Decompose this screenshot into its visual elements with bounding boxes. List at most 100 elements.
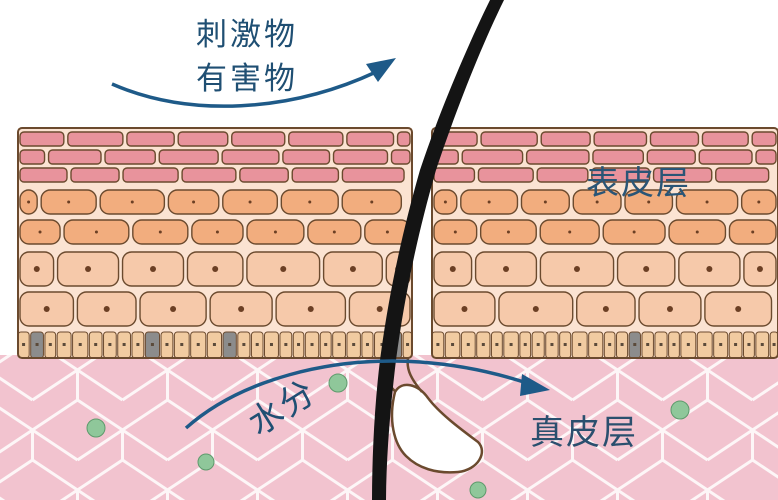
cell-nucleus — [62, 343, 66, 346]
stratum-corneum-cell — [701, 131, 749, 147]
cell-nucleus — [255, 343, 259, 346]
fibroblast-dot — [469, 481, 487, 499]
arrow-curve-right-icon — [520, 374, 550, 396]
cell-nucleus — [487, 200, 491, 204]
collagen-fiber — [31, 458, 124, 500]
cell-nucleus — [451, 343, 455, 346]
cell-nucleus — [608, 343, 612, 346]
stratum-corneum-cell — [19, 131, 65, 147]
collagen-fiber — [526, 398, 619, 462]
collagen-fiber — [211, 458, 304, 500]
stratum-corneum-cell — [158, 149, 219, 165]
cell-nucleus — [35, 343, 39, 346]
cell-nucleus — [103, 306, 110, 312]
cell-nucleus — [703, 343, 707, 346]
collagen-fiber — [706, 398, 778, 462]
cell-nucleus — [165, 343, 169, 346]
cell-nucleus — [370, 200, 374, 204]
cell-nucleus — [385, 230, 389, 234]
cell-nucleus — [695, 230, 699, 234]
cell-nucleus — [734, 343, 738, 346]
stratum-corneum-cell — [231, 131, 286, 147]
cell-nucleus — [578, 343, 582, 346]
irritant-arrow-curve — [111, 70, 377, 108]
dermis-label: 真皮层 — [530, 413, 638, 453]
cell-nucleus — [94, 230, 98, 234]
stratum-corneum-cell — [19, 149, 46, 165]
collagen-fiber — [256, 398, 349, 462]
stratum-corneum-cell — [652, 167, 713, 183]
cell-nucleus — [38, 230, 42, 234]
cell-nucleus — [523, 343, 527, 346]
stratum-corneum-cell — [390, 149, 411, 165]
cell-nucleus — [633, 343, 637, 346]
fibroblast-dot — [670, 400, 690, 420]
cell-nucleus — [647, 200, 651, 204]
epidermis-outline — [431, 127, 778, 359]
cell-nucleus — [78, 343, 82, 346]
cell-nucleus — [481, 343, 485, 346]
moisture-arrow-curve — [184, 359, 531, 430]
collagen-fiber — [166, 398, 259, 462]
cell-nucleus — [248, 200, 252, 204]
stratum-corneum-cell — [591, 167, 651, 183]
cell-nucleus — [453, 230, 457, 234]
cell-nucleus — [760, 343, 764, 346]
stratum-corneum-cell — [715, 167, 770, 183]
cell-nucleus — [735, 306, 742, 312]
cell-nucleus — [563, 343, 567, 346]
hair-shaft — [372, 0, 505, 500]
stratum-corneum-cell — [649, 131, 700, 147]
stratum-corneum-cell — [291, 167, 340, 183]
cell-nucleus — [568, 230, 572, 234]
cell-nucleus — [228, 343, 232, 346]
cell-nucleus — [436, 343, 440, 346]
stratum-corneum-cell — [70, 167, 120, 183]
cell-nucleus — [550, 343, 554, 346]
stratum-corneum-cell — [646, 149, 696, 165]
cell-nucleus — [43, 306, 50, 312]
cell-nucleus — [380, 343, 384, 346]
cell-nucleus — [705, 200, 709, 204]
cell-nucleus — [543, 200, 547, 204]
stratum-corneum-cell — [751, 131, 777, 147]
collagen-fiber — [0, 398, 79, 462]
cell-nucleus — [150, 343, 154, 346]
stratum-corneum-cell — [461, 149, 524, 165]
cell-nucleus — [352, 343, 356, 346]
stratum-corneum-cell — [221, 149, 280, 165]
cell-nucleus — [406, 343, 410, 346]
cell-nucleus — [595, 200, 599, 204]
cell-nucleus — [150, 266, 157, 272]
cell-nucleus — [443, 200, 447, 204]
cell-nucleus — [307, 306, 314, 312]
cell-nucleus — [280, 266, 287, 272]
cell-nucleus — [594, 343, 598, 346]
irritant-label-line-1: 刺激物 — [196, 17, 298, 53]
cell-nucleus — [22, 343, 26, 346]
cell-nucleus — [686, 343, 690, 346]
cell-nucleus — [719, 343, 723, 346]
cell-nucleus — [337, 343, 341, 346]
cell-nucleus — [48, 343, 52, 346]
cell-nucleus — [94, 343, 98, 346]
cell-nucleus — [242, 343, 246, 346]
fibroblast-dot — [197, 453, 215, 471]
stratum-corneum-cell — [239, 167, 289, 183]
cell-nucleus — [180, 343, 184, 346]
cell-nucleus — [130, 200, 134, 204]
cell-nucleus — [666, 306, 673, 312]
cell-nucleus — [602, 306, 609, 312]
stratum-corneum-cell — [19, 167, 68, 183]
cell-nucleus — [573, 266, 580, 272]
stratum-corneum-cell — [525, 149, 590, 165]
collagen-fiber — [751, 458, 778, 479]
cell-nucleus — [212, 266, 219, 272]
stratum-corneum-cell — [593, 131, 648, 147]
cell-nucleus — [706, 266, 713, 272]
cell-nucleus — [192, 200, 196, 204]
cell-nucleus — [376, 306, 383, 312]
cell-nucleus — [772, 343, 776, 346]
stratum-corneum-cell — [540, 131, 591, 147]
